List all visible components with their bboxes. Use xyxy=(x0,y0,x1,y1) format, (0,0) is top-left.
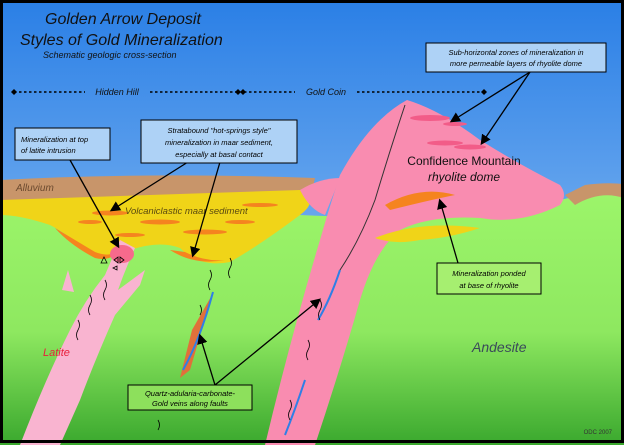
callout-latite-top: Mineralization at top of latite intrusio… xyxy=(14,127,111,161)
label-alluvium: Alluvium xyxy=(15,183,54,194)
breccia-fragments xyxy=(100,256,125,271)
rhyolite-flow-lobe xyxy=(300,178,340,215)
subtitle: Schematic geologic cross-section xyxy=(43,50,177,60)
ponded-mineralization xyxy=(385,191,455,210)
dome-mineralized-layers xyxy=(410,115,486,150)
latite-intrusion xyxy=(20,240,145,445)
callout-text: mineralization in maar sediment, xyxy=(165,138,273,147)
label-andesite: Andesite xyxy=(471,339,527,355)
callout-veins: Quartz-adularia-carbonate- Gold veins al… xyxy=(127,384,253,411)
callout-arrows xyxy=(69,71,531,386)
callout-text: Mineralization at top xyxy=(21,135,88,144)
fault-vein-left xyxy=(180,295,212,378)
callout-text: more permeable layers of rhyolite dome xyxy=(450,59,582,68)
credit: ODC 2007 xyxy=(584,430,613,436)
latite-apophysis xyxy=(62,270,74,292)
label-maar: Volcaniclastic maar sediment xyxy=(125,206,248,217)
title-line2: Styles of Gold Mineralization xyxy=(20,32,223,49)
alluvium-right xyxy=(565,183,624,205)
callout-text: Mineralization ponded xyxy=(452,269,526,278)
maar-lenses xyxy=(78,203,278,237)
quartz-vein-middle xyxy=(317,269,341,321)
callout-text: Sub-horizontal zones of mineralization i… xyxy=(448,48,583,57)
callout-text: at base of rhyolite xyxy=(459,281,518,290)
label-latite: Latite xyxy=(43,347,70,359)
callout-ponded: Mineralization ponded at base of rhyolit… xyxy=(436,262,542,295)
rhyolite-dome xyxy=(265,100,564,445)
callout-subhorizontal: Sub-horizontal zones of mineralization i… xyxy=(425,42,607,73)
maar-basal-mineralization xyxy=(170,250,225,262)
maar-sediment xyxy=(0,190,310,264)
callout-stratabound: Stratabound "hot-springs style" minerali… xyxy=(140,119,298,164)
maar-basal-mineralization xyxy=(55,228,120,259)
yellow-under-dome xyxy=(375,225,480,243)
callout-text: especially at basal contact xyxy=(175,150,263,159)
callout-text: of latite intrusion xyxy=(21,146,76,155)
label-dome-2: rhyolite dome xyxy=(428,170,500,184)
callout-text: Stratabound "hot-springs style" xyxy=(168,126,271,135)
latite-top-mineralization xyxy=(110,245,134,263)
section-hidden-hill: Hidden Hill xyxy=(95,87,140,97)
section-endpoints xyxy=(11,89,487,95)
section-gold-coin: Gold Coin xyxy=(306,87,346,97)
label-dome-1: Confidence Mountain xyxy=(407,154,520,168)
callout-text: Gold veins along faults xyxy=(152,399,228,408)
quartz-vein-lower xyxy=(284,379,306,436)
callout-text: Quartz-adularia-carbonate- xyxy=(145,389,236,398)
fault-trace xyxy=(339,104,406,271)
title-line1: Golden Arrow Deposit xyxy=(45,11,201,28)
